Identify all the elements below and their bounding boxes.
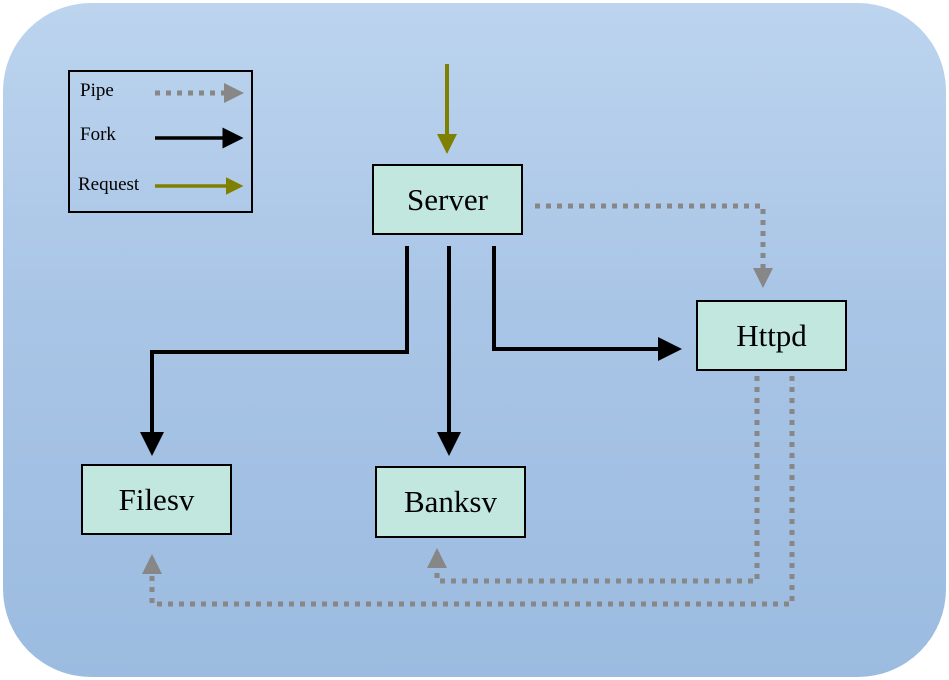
pipe-arrow-httpd-to-banksv xyxy=(427,376,760,584)
legend-request-label: Request xyxy=(78,174,140,195)
legend-box xyxy=(68,70,253,213)
banksv-label: Banksv xyxy=(404,484,497,519)
fork-arrow-server-to-httpd xyxy=(492,246,682,361)
filesv-label: Filesv xyxy=(118,481,195,517)
pipe-arrow-httpd-to-filesv xyxy=(142,376,795,607)
httpd-node: Httpd xyxy=(696,300,847,371)
legend-pipe-label: Pipe xyxy=(80,80,114,101)
pipe-arrow-server-to-httpd xyxy=(535,203,773,288)
fork-arrow-server-to-filesv xyxy=(140,246,409,456)
server-node: Server xyxy=(372,164,523,235)
filesv-node: Filesv xyxy=(81,464,232,535)
server-label: Server xyxy=(407,181,488,217)
legend-fork-label: Fork xyxy=(80,124,116,145)
banksv-node: Banksv xyxy=(375,466,526,538)
httpd-label: Httpd xyxy=(736,317,807,353)
